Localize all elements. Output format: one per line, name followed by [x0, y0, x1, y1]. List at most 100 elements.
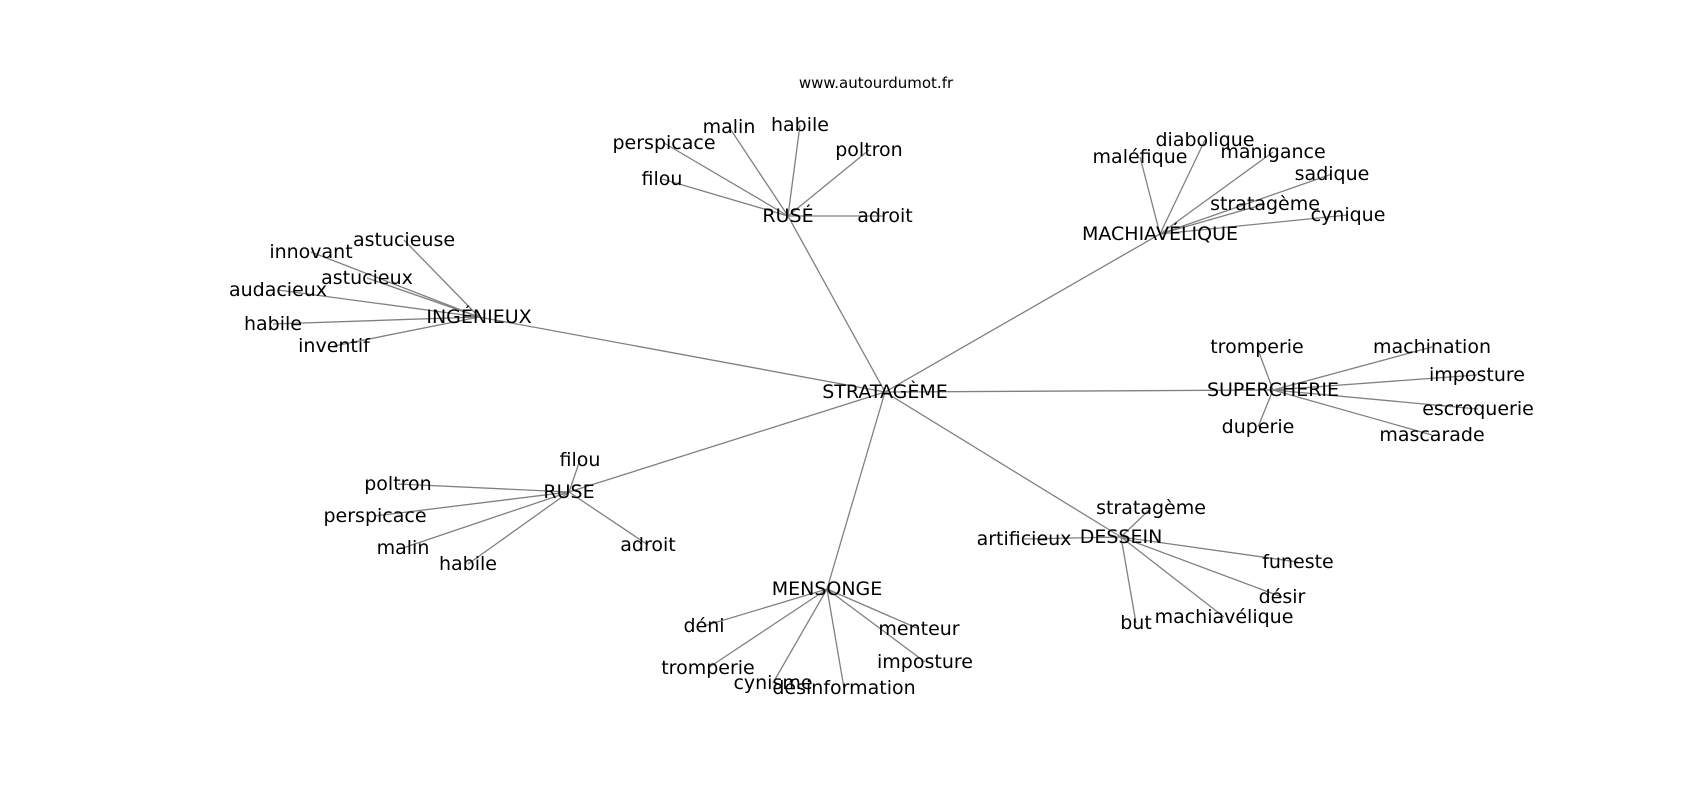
edge-center-to-group [884, 389, 1274, 393]
word-node: perspicace [323, 505, 426, 527]
word-node: sadique [1295, 163, 1370, 185]
center-node: STRATAGÈME [822, 380, 948, 403]
edge-group-to-word [826, 588, 845, 689]
edge-group-to-word [826, 588, 926, 663]
edge-group-to-word [402, 491, 570, 549]
edges [272, 124, 1479, 689]
word-node: cynique [1311, 204, 1386, 226]
word-node: inventif [298, 335, 371, 357]
word-node: astucieuse [353, 229, 455, 251]
word-node: stratagème [1210, 193, 1320, 215]
group-node: SUPERCHERIE [1207, 379, 1339, 401]
group-node: DESSEIN [1080, 526, 1163, 548]
group-node: RUSE [543, 481, 594, 503]
edge-group-to-word [1272, 389, 1433, 436]
edge-center-to-group [478, 316, 886, 393]
edge-group-to-word [568, 459, 581, 493]
edge-center-to-group [884, 233, 1161, 393]
edge-group-to-word [277, 289, 480, 318]
edge-group-to-word [1139, 156, 1161, 235]
word-node: artificieux [977, 528, 1072, 550]
edge-group-to-word [1120, 536, 1225, 618]
word-node: filou [642, 168, 683, 190]
word-node: escroquerie [1422, 398, 1534, 420]
edge-group-to-word [397, 483, 570, 493]
word-node: manigance [1220, 141, 1325, 163]
group-node: MENSONGE [772, 578, 883, 600]
word-node: astucieux [321, 267, 413, 289]
edge-group-to-word [310, 251, 480, 318]
word-node: machination [1373, 336, 1491, 358]
word-node: imposture [877, 651, 973, 673]
word-node: désir [1259, 586, 1306, 608]
word-node: habile [439, 553, 497, 575]
edge-group-to-word [1120, 536, 1299, 563]
word-node: stratagème [1096, 497, 1206, 519]
edge-group-to-word [333, 316, 480, 347]
word-node: poltron [835, 139, 902, 161]
word-node: malin [377, 537, 430, 559]
edge-group-to-word [1159, 214, 1349, 235]
word-node: désinformation [772, 677, 915, 699]
word-node: déni [683, 615, 724, 637]
edge-group-to-word [728, 126, 789, 217]
edge-group-to-word [1256, 346, 1274, 391]
edge-group-to-word [1120, 536, 1283, 598]
word-node: mascarade [1379, 424, 1484, 446]
edge-group-to-word [772, 588, 828, 684]
edge-group-to-word [272, 316, 480, 325]
edge-group-to-word [467, 491, 570, 565]
edge-group-to-word [568, 491, 649, 546]
word-node: poltron [364, 473, 431, 495]
edge-group-to-word [663, 142, 789, 217]
edge-group-to-word [1159, 203, 1266, 235]
word-node: audacieux [229, 279, 327, 301]
edge-group-to-word [787, 149, 870, 217]
edge-group-to-word [1272, 374, 1478, 391]
edge-group-to-word [403, 239, 480, 318]
word-node: duperie [1222, 416, 1295, 438]
edge-group-to-word [661, 178, 789, 217]
word-node: maléfique [1093, 146, 1188, 168]
edge-center-to-group [568, 391, 886, 493]
word-node: adroit [620, 534, 675, 556]
edge-center-to-group [826, 391, 886, 590]
source-url: www.autourdumot.fr [799, 74, 954, 92]
word-node: machiavélique [1155, 606, 1294, 628]
word-node: filou [560, 449, 601, 471]
word-node: adroit [857, 205, 912, 227]
edge-group-to-word [707, 588, 828, 669]
group-node: MACHIAVÉLIQUE [1082, 222, 1238, 245]
word-node: but [1120, 612, 1152, 634]
edge-group-to-word [366, 277, 480, 318]
word-node: diabolique [1155, 129, 1254, 151]
edge-group-to-word [374, 491, 570, 517]
edge-group-to-word [826, 588, 920, 630]
edge-group-to-word [1120, 507, 1152, 538]
edge-group-to-word [1120, 536, 1137, 624]
edge-center-to-group [884, 391, 1122, 538]
word-node: tromperie [661, 657, 755, 679]
edge-group-to-word [1272, 389, 1479, 410]
word-node: perspicace [612, 132, 715, 154]
word-node: habile [244, 313, 302, 335]
edge-group-to-word [1159, 139, 1206, 235]
word-node: imposture [1429, 364, 1525, 386]
edge-group-to-word [703, 588, 828, 627]
edge-group-to-word [1159, 151, 1274, 235]
word-node: funeste [1262, 551, 1334, 573]
edge-group-to-word [1257, 389, 1274, 428]
word-node: menteur [878, 618, 959, 640]
word-node: malin [703, 116, 756, 138]
edge-group-to-word [1023, 536, 1122, 540]
word-node: tromperie [1210, 336, 1304, 358]
word-node: habile [771, 114, 829, 136]
group-node: INGÉNIEUX [426, 305, 531, 328]
group-node: RUSÉ [762, 204, 813, 227]
edge-center-to-group [787, 215, 886, 393]
edge-group-to-word [787, 124, 801, 217]
word-node: cynisme [733, 672, 812, 694]
word-node: innovant [269, 241, 352, 263]
